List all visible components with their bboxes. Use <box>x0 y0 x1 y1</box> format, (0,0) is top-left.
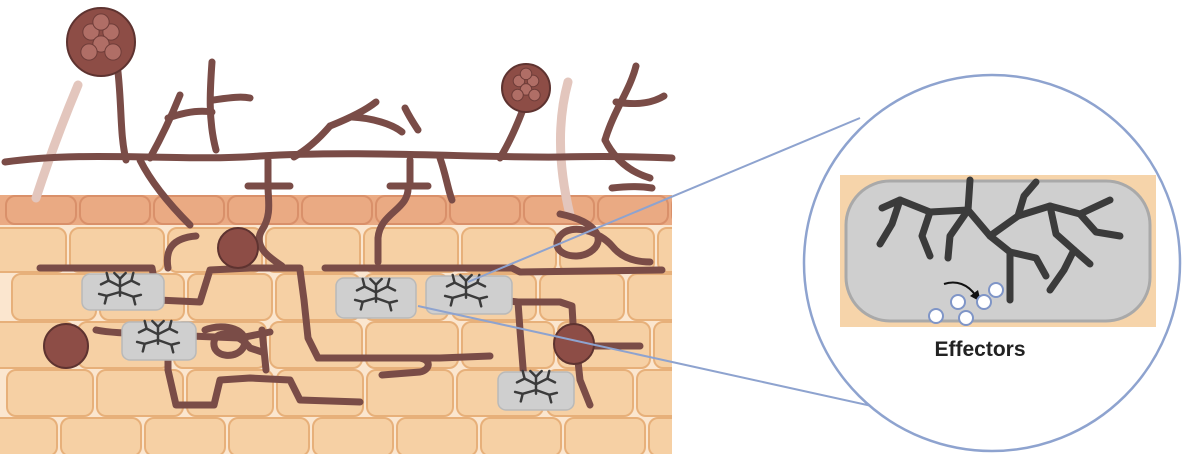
spore-stalk <box>118 72 126 160</box>
spore-lipid <box>93 14 109 30</box>
effector-dot-icon <box>977 295 991 309</box>
faint-hypha <box>560 82 570 215</box>
spore-lipid <box>105 44 121 60</box>
branch-hypha <box>405 108 418 130</box>
plant-cell <box>540 274 624 320</box>
spore-stalk <box>500 112 522 158</box>
plant-cell <box>80 196 150 224</box>
branch-hypha <box>168 111 212 118</box>
plant-cell <box>462 322 554 368</box>
effector-dot-icon <box>951 295 965 309</box>
branch-hypha <box>150 95 180 158</box>
plant-cell <box>450 196 520 224</box>
effector-dot-icon <box>929 309 943 323</box>
effectors-label: Effectors <box>934 338 1025 361</box>
effector-dot-icon <box>959 311 973 325</box>
spore-lipid <box>81 44 97 60</box>
appressorium <box>390 160 428 186</box>
plant-cell <box>228 196 298 224</box>
branch-hypha <box>440 158 452 200</box>
plant-cell <box>658 228 752 272</box>
plant-cell <box>6 196 76 224</box>
plant-cell <box>302 196 372 224</box>
effector-dot-icon <box>989 283 1003 297</box>
fungal-spore-icon <box>218 228 258 268</box>
main-surface-hypha <box>5 154 672 162</box>
branch-hypha <box>213 97 250 100</box>
branch-hypha <box>352 117 402 132</box>
spore-lipid <box>520 68 532 80</box>
faint-hypha <box>36 85 78 198</box>
plant-cell <box>628 274 712 320</box>
fungal-spore-icon <box>44 324 88 368</box>
spore-lipid <box>512 89 524 101</box>
plant-cell <box>672 196 742 224</box>
plant-cell <box>598 196 668 224</box>
spore-lipid <box>529 89 541 101</box>
branch-hypha <box>210 62 216 150</box>
plant-cell <box>560 228 654 272</box>
appressorium <box>248 160 290 186</box>
branch-hypha <box>612 187 652 189</box>
